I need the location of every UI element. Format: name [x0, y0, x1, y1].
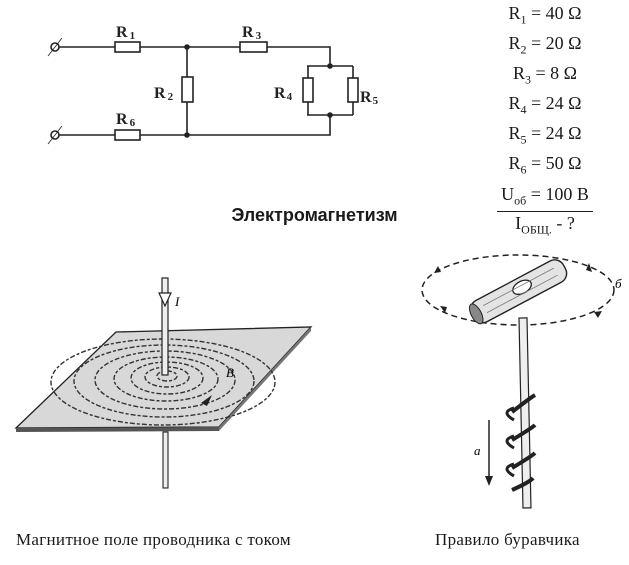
conductor-wire — [161, 277, 169, 376]
gimlet-handle — [468, 259, 568, 325]
given-r3: R3 = 8 Ω — [512, 63, 578, 87]
unknown-current: IОБЩ. - ? — [515, 213, 575, 237]
label-r5: R5 — [360, 89, 379, 107]
resistor-r4 — [302, 77, 314, 103]
resistor-r3 — [239, 41, 268, 53]
given-r4: R4 = 24 Ω — [508, 93, 582, 117]
given-r1: R1 = 40 Ω — [508, 3, 582, 27]
given-values: R1 = 40 Ω R2 = 20 Ω R3 = 8 Ω R4 = 24 Ω R… — [470, 2, 620, 242]
gimlet-spiral — [505, 393, 537, 492]
field-arrow-icon — [201, 395, 212, 406]
given-r2: R2 = 20 Ω — [508, 33, 582, 57]
resistor-r6 — [114, 129, 141, 141]
field-label: B — [226, 365, 234, 380]
conductor-field-figure: I B — [14, 277, 313, 489]
motion-label: а — [474, 443, 481, 458]
caption-gimlet-rule: Правило буравчика — [435, 530, 580, 549]
circuit-diagram — [47, 37, 359, 145]
given-r6: R6 = 50 Ω — [508, 153, 582, 178]
resistor-r2 — [181, 76, 194, 103]
current-label: I — [174, 294, 180, 309]
current-arrow-icon — [158, 292, 172, 308]
gimlet-figure: а б — [421, 254, 622, 509]
motion-arrow-icon — [485, 476, 493, 486]
given-voltage: Uоб = 100 В — [470, 183, 620, 213]
given-r5: R5 = 24 Ω — [508, 123, 582, 147]
caption-magnetic-field: Магнитное поле проводника с током — [16, 530, 291, 549]
resistor-r1 — [114, 41, 141, 53]
section-title: Электромагнетизм — [231, 205, 398, 225]
label-r4: R4 — [274, 85, 293, 103]
rotation-label: б — [615, 276, 622, 291]
resistor-r5 — [347, 77, 359, 103]
